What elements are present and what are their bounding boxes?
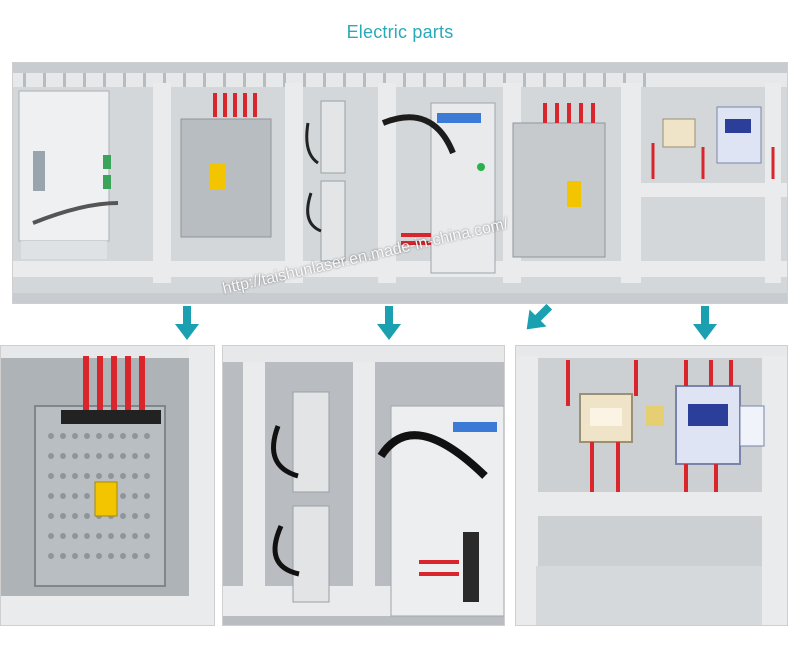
- page-title: Electric parts: [346, 22, 454, 42]
- down-arrow-icon: [693, 306, 717, 340]
- filter-contactor-illustration: [516, 346, 787, 625]
- down-arrow-icon: [377, 306, 401, 340]
- down-arrow-icon: [175, 306, 199, 340]
- stepper-driver-closeup-photo: [222, 345, 505, 626]
- down-left-arrow-icon: [526, 303, 553, 330]
- stepper-driver-illustration: [223, 346, 504, 625]
- filter-contactor-closeup-photo: [515, 345, 788, 626]
- power-supply-closeup-photo: [0, 345, 215, 626]
- control-cabinet-illustration: [13, 63, 787, 303]
- power-supply-illustration: [1, 346, 214, 625]
- control-cabinet-overview-photo: http://taishunlaser.en.made-in-china.com…: [12, 62, 788, 304]
